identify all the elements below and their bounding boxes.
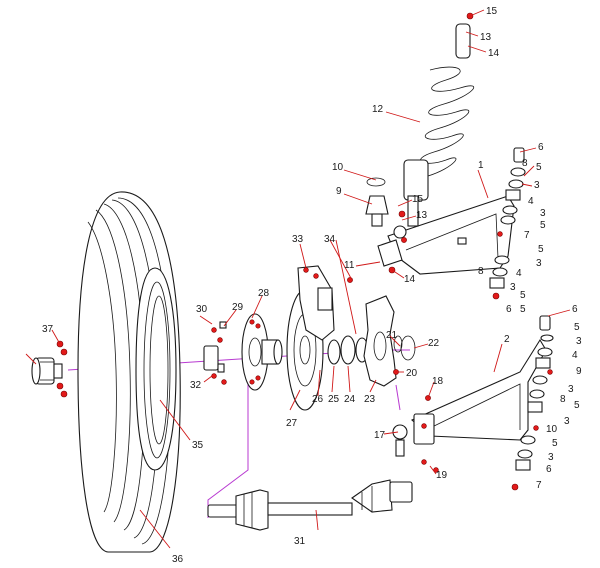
callout-36: 37 bbox=[42, 324, 54, 335]
shock-absorber bbox=[393, 12, 475, 243]
callout-3: 3 bbox=[568, 384, 574, 395]
callout-4: 4 bbox=[572, 350, 578, 361]
callout-20: 21 bbox=[386, 330, 398, 341]
callout-25: 26 bbox=[312, 394, 324, 405]
callout-5: 5 bbox=[538, 244, 544, 255]
callout-7: 7 bbox=[524, 230, 530, 241]
callout-19: 20 bbox=[406, 368, 418, 379]
callout-5: 5 bbox=[536, 162, 542, 173]
callout-5: 5 bbox=[540, 220, 546, 231]
callout-10: 10 bbox=[332, 162, 344, 173]
hub-nut bbox=[31, 357, 63, 385]
callout-33: 34 bbox=[324, 234, 336, 245]
ball-joint-lower bbox=[392, 424, 408, 457]
callout-3: 3 bbox=[548, 452, 554, 463]
steering-knuckle bbox=[347, 277, 399, 387]
callout-27: 28 bbox=[258, 288, 270, 299]
callout-6: 6 bbox=[506, 304, 512, 315]
callout-11: 11 bbox=[344, 260, 355, 271]
upper-a-arm bbox=[387, 195, 515, 275]
callout-leaders bbox=[25, 9, 571, 549]
wheel-rim bbox=[135, 267, 177, 471]
callout-labels: 15 13 14 12 10 9 15 13 11 14 1 6 8 5 3 4… bbox=[42, 6, 582, 565]
callout-15: 15 bbox=[412, 194, 424, 205]
callout-7: 8 bbox=[560, 394, 566, 405]
callout-30: 31 bbox=[294, 536, 306, 547]
brake-caliper bbox=[297, 265, 335, 341]
callout-14: 14 bbox=[488, 48, 500, 59]
callout-4: 4 bbox=[528, 196, 534, 207]
callout-9: 9 bbox=[336, 186, 342, 197]
callout-26: 27 bbox=[286, 418, 298, 429]
callout-14: 14 bbox=[404, 274, 416, 285]
callout-3: 3 bbox=[534, 180, 540, 191]
callout-8: 9 bbox=[576, 366, 582, 377]
callout-8: 10 bbox=[546, 424, 558, 435]
callout-4: 5 bbox=[552, 438, 558, 449]
callout-3: 3 bbox=[576, 336, 582, 347]
callout-29: 30 bbox=[196, 304, 208, 315]
callout-6: 6 bbox=[572, 304, 578, 315]
callout-28: 29 bbox=[232, 302, 244, 313]
bearings bbox=[327, 335, 369, 365]
callout-4: 4 bbox=[516, 268, 522, 279]
callout-6: 7 bbox=[536, 480, 542, 491]
callout-3: 3 bbox=[536, 258, 542, 269]
callout-34: 35 bbox=[192, 440, 204, 451]
callout-3: 3 bbox=[564, 416, 570, 427]
upper-mount-bracket bbox=[377, 239, 403, 274]
lower-bushing-stack bbox=[511, 315, 554, 491]
callout-5: 5 bbox=[574, 322, 580, 333]
drive-shaft bbox=[207, 479, 413, 531]
callout-15: 15 bbox=[486, 6, 498, 17]
callout-35: 36 bbox=[172, 554, 184, 565]
callout-16: 17 bbox=[374, 430, 386, 441]
callout-18: 19 bbox=[436, 470, 448, 481]
upper-ball-joint bbox=[365, 177, 389, 227]
callout-23: 24 bbox=[344, 394, 356, 405]
callout-32: 33 bbox=[292, 234, 304, 245]
callout-5: 6 bbox=[546, 464, 552, 475]
callout-24: 25 bbox=[328, 394, 340, 405]
callout-8: 8 bbox=[478, 266, 484, 277]
callout-22: 23 bbox=[364, 394, 376, 405]
snap-ring bbox=[393, 335, 416, 361]
lug-nuts bbox=[56, 340, 68, 398]
callout-17: 18 bbox=[432, 376, 444, 387]
callout-2: 2 bbox=[504, 334, 510, 345]
callout-5: 5 bbox=[520, 290, 526, 301]
callout-3: 3 bbox=[510, 282, 516, 293]
brake-pad-bolts bbox=[203, 321, 227, 385]
callout-12: 12 bbox=[372, 104, 384, 115]
callout-21: 22 bbox=[428, 338, 440, 349]
callout-6: 6 bbox=[538, 142, 544, 153]
callout-5: 5 bbox=[520, 304, 526, 315]
callout-31: 32 bbox=[190, 380, 202, 391]
wheel-hub bbox=[241, 313, 283, 391]
lower-a-arm bbox=[410, 338, 547, 473]
callout-13: 13 bbox=[416, 210, 428, 221]
callout-3: 3 bbox=[540, 208, 546, 219]
callout-1: 1 bbox=[478, 160, 484, 171]
callout-13: 13 bbox=[480, 32, 492, 43]
callout-8: 8 bbox=[522, 158, 528, 169]
callout-5: 5 bbox=[574, 400, 580, 411]
